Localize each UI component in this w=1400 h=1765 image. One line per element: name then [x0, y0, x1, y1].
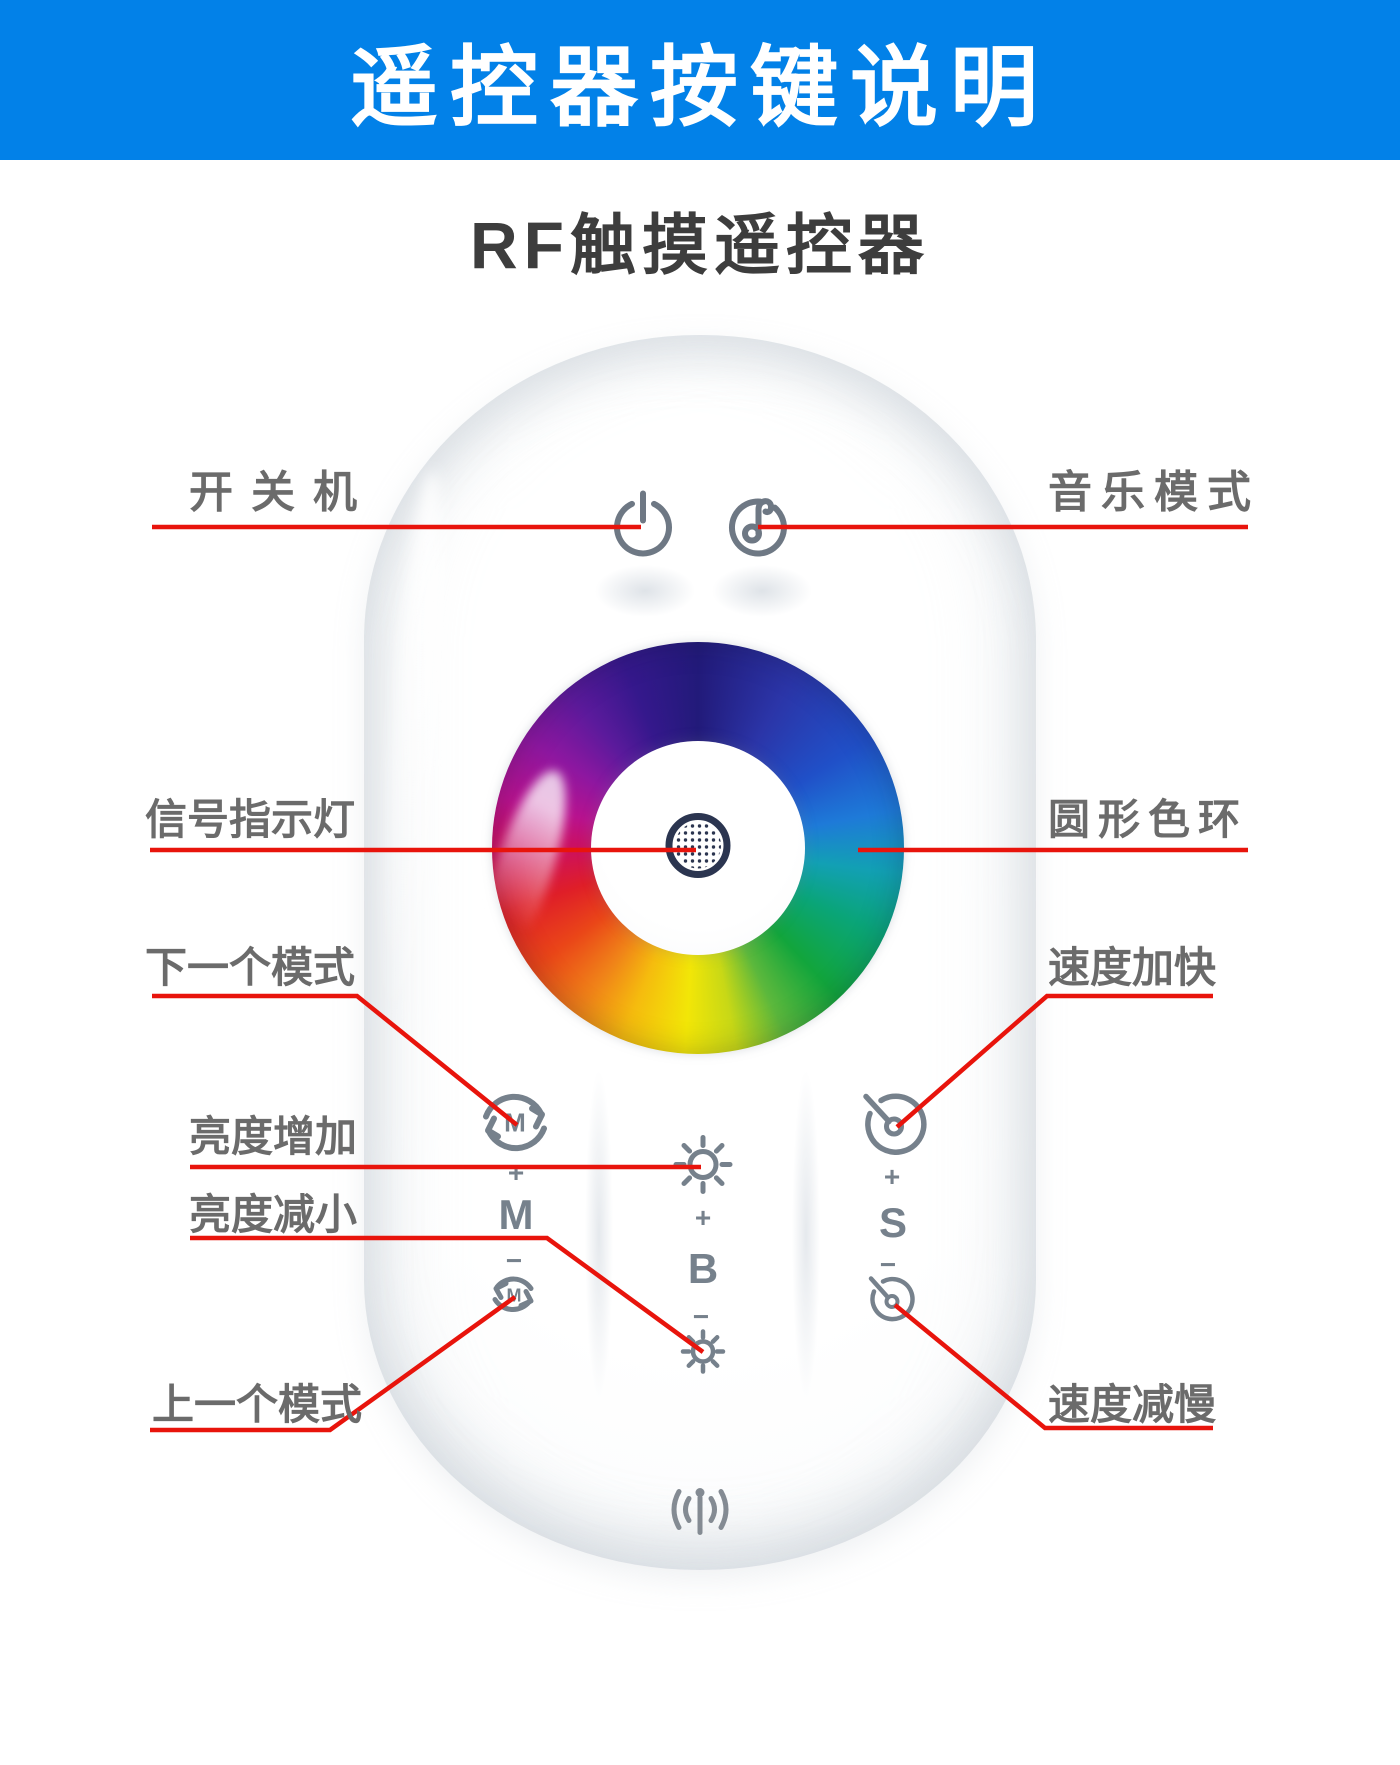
- brightness-down-icon: [679, 1328, 727, 1381]
- product-subtitle: RF触摸遥控器: [470, 208, 930, 282]
- signal-led-icon: [661, 809, 735, 888]
- mode-plus-sign: +: [507, 1157, 525, 1188]
- svg-text:M: M: [504, 1108, 526, 1138]
- mode-letter: M: [498, 1191, 534, 1238]
- color-ring-label: 圆形色环: [1048, 796, 1249, 843]
- mode-prev-icon: M: [485, 1265, 545, 1330]
- brightness-up-label: 亮度增加: [188, 1113, 357, 1160]
- speed-up-icon: [857, 1088, 933, 1169]
- speed-down-label: 速度减慢: [1048, 1381, 1217, 1428]
- speed-plus-sign: +: [883, 1161, 901, 1192]
- signal-indicator-label: 信号指示灯: [144, 796, 355, 843]
- svg-text:M: M: [507, 1286, 522, 1306]
- power-label: 开关机: [189, 468, 375, 517]
- speed-up-label: 速度加快: [1048, 944, 1217, 991]
- brightness-letter: B: [687, 1245, 719, 1292]
- music-mode-label: 音乐模式: [1048, 468, 1260, 517]
- header-banner: 遥控器按键说明: [0, 0, 1400, 160]
- brightness-plus-sign: +: [694, 1202, 712, 1233]
- next-mode-label: 下一个模式: [144, 944, 355, 991]
- speed-down-icon: [865, 1273, 921, 1334]
- power-icon: [608, 490, 678, 565]
- prev-mode-label: 上一个模式: [151, 1381, 362, 1428]
- music-mode-icon: [723, 490, 793, 565]
- brightness-down-label: 亮度减小: [188, 1191, 357, 1238]
- speed-minus-sign: −: [879, 1249, 897, 1280]
- brightness-up-icon: [671, 1133, 735, 1202]
- rf-antenna-icon: [652, 1477, 748, 1554]
- speed-letter: S: [878, 1199, 908, 1246]
- page-title: 遥控器按键说明: [349, 37, 1050, 137]
